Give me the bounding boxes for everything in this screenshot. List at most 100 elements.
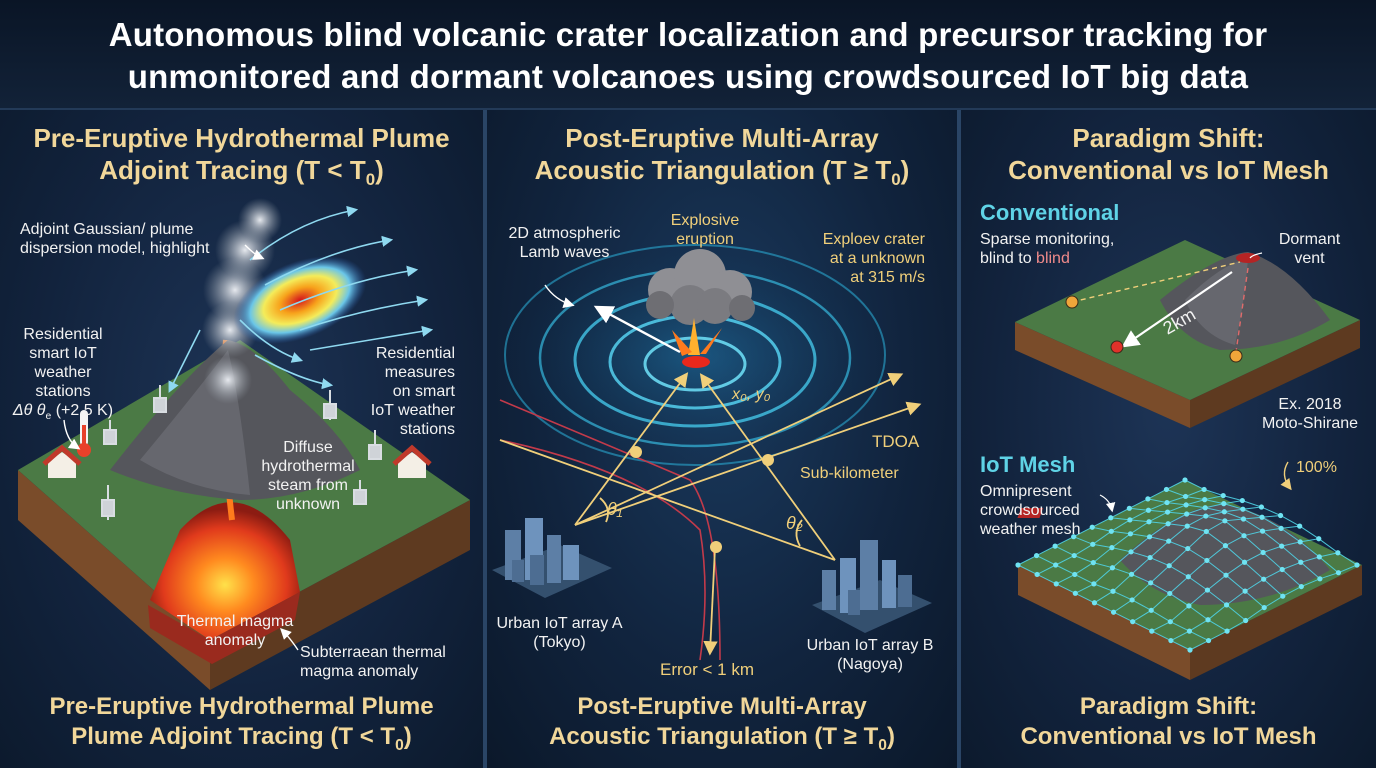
mesh-line xyxy=(1094,506,1262,604)
label-array-a-1: Urban IoT array A xyxy=(496,615,623,632)
label-mesh-coverage: 100% xyxy=(1296,459,1337,476)
label-dormant-1: Dormant xyxy=(1278,231,1341,248)
mesh-node xyxy=(1240,506,1246,512)
mesh-node xyxy=(1259,528,1266,534)
iot-mesh-heading: IoT Mesh xyxy=(980,452,1076,477)
mesh-node xyxy=(1164,509,1171,515)
mesh-line xyxy=(1017,564,1191,651)
mesh-node xyxy=(1090,541,1096,547)
mesh-node xyxy=(1164,499,1170,506)
mesh-node xyxy=(1053,562,1059,568)
label-explosive-1: Explosive xyxy=(670,212,740,229)
mesh-node xyxy=(1261,576,1267,582)
label-adjoint-model: Adjoint Gaussian/ plume dispersion model… xyxy=(20,220,209,258)
mesh-node xyxy=(1109,565,1116,571)
mesh-node xyxy=(1108,528,1114,534)
label-adjoint-glyph: / xyxy=(140,221,146,238)
label-res-left-3: weather stations xyxy=(34,364,92,400)
mesh-node xyxy=(1182,493,1189,500)
mesh-node xyxy=(1127,531,1134,537)
mesh-node xyxy=(1052,543,1058,549)
mesh-node xyxy=(1205,617,1211,623)
label-adjoint-1: Adjoint Gaussian xyxy=(20,221,141,238)
label-array-a-2: (Tokyo) xyxy=(533,634,586,651)
iot-mesh-nodes xyxy=(1015,477,1360,653)
mesh-node xyxy=(1053,581,1059,587)
mesh-node xyxy=(1129,597,1135,603)
mesh-node xyxy=(1148,580,1154,586)
label-lamb-2: Lamb waves xyxy=(519,244,610,261)
mesh-node xyxy=(1091,581,1097,587)
mesh-node xyxy=(1163,486,1170,493)
label-adjoint-2: plume xyxy=(145,221,194,238)
panel3-footer: Paradigm Shift: Conventional vs IoT Mesh xyxy=(961,692,1376,752)
label-crater-3: at 315 m/s xyxy=(850,269,925,286)
mesh-node xyxy=(1090,560,1096,566)
plume-dispersion-model xyxy=(233,256,367,344)
mesh-node xyxy=(1259,514,1265,520)
label-res-right-2: measures xyxy=(384,364,455,381)
intersection-point xyxy=(762,454,774,466)
mesh-line xyxy=(1113,515,1281,613)
label-diffuse-1: Diffuse xyxy=(283,439,333,456)
label-theta1: θ₁ xyxy=(607,499,623,519)
header: Autonomous blind volcanic crater localiz… xyxy=(0,0,1376,110)
panel2-footer: Post-Eruptive Multi-Array Acoustic Trian… xyxy=(487,692,957,761)
panel2-title-sub: 0 xyxy=(891,170,901,190)
mesh-node xyxy=(1204,587,1211,593)
sensor-station xyxy=(1065,295,1079,309)
label-dormant-vent: Dormant vent xyxy=(1262,230,1357,268)
iot-mesh-grid xyxy=(1017,479,1358,651)
mesh-node xyxy=(1089,524,1095,530)
mesh-node xyxy=(1091,600,1098,606)
label-mesh-3: weather mesh xyxy=(980,521,1081,538)
mesh-line xyxy=(1129,507,1302,587)
mesh-line xyxy=(1189,564,1358,651)
label-res-left-4a: Δθ θ xyxy=(12,402,46,419)
label-diffuse-steam: Diffuse hydrothermal steam from unknown xyxy=(248,438,368,514)
mesh-node xyxy=(1072,571,1078,578)
mesh-node xyxy=(1240,516,1247,522)
panel3-title-line2: Conventional vs IoT Mesh xyxy=(1008,155,1329,185)
panel1-footer: Pre-Eruptive Hydrothermal Plume Plume Ad… xyxy=(0,692,483,761)
mesh-node xyxy=(1261,604,1267,611)
mesh-node xyxy=(1298,583,1304,590)
label-theta2: θ₂ xyxy=(786,513,803,533)
mesh-node xyxy=(1202,505,1208,511)
mesh-node xyxy=(1167,619,1173,625)
mesh-node xyxy=(1221,509,1227,515)
label-crater-1: Exploev crater xyxy=(822,231,925,248)
label-mesh-2: crowdsourced xyxy=(980,502,1080,519)
wind-arrows xyxy=(168,205,434,393)
label-res-left-4sub: e xyxy=(45,411,52,423)
label-array-b: Urban IoT array B (Nagoya) xyxy=(795,636,945,674)
mesh-node xyxy=(1223,572,1229,578)
label-tdoa: TDOA xyxy=(872,432,920,451)
mesh-node xyxy=(1186,603,1192,609)
mesh-node xyxy=(1222,543,1229,549)
label-conv-2b: blind xyxy=(1036,250,1070,267)
sensor-station xyxy=(1110,340,1124,354)
mesh-node xyxy=(1241,559,1248,565)
label-res-right-5: stations xyxy=(399,421,455,438)
mesh-node xyxy=(1335,570,1342,576)
mesh-node xyxy=(1242,588,1248,594)
mesh-node xyxy=(1279,566,1285,573)
mesh-node xyxy=(1145,507,1152,513)
intersection-point xyxy=(630,446,642,458)
label-magma-2: anomaly xyxy=(204,632,266,649)
mesh-line xyxy=(1170,552,1339,642)
panel2-footer-end: ) xyxy=(886,723,895,750)
house-icon xyxy=(42,444,82,478)
eruption-ash-cloud xyxy=(646,249,755,325)
panel1-footer-sub: 0 xyxy=(395,736,404,754)
mesh-line xyxy=(1055,495,1224,585)
mesh-node xyxy=(1202,497,1208,503)
mesh-node xyxy=(1201,486,1207,493)
label-diffuse-2: hydrothermal xyxy=(261,458,355,475)
mesh-node xyxy=(1220,492,1226,499)
mesh-node xyxy=(1185,574,1191,580)
label-lamb-1: 2D atmospheric xyxy=(508,225,621,242)
mesh-node xyxy=(1204,557,1210,564)
panel1-footer-line2: Plume Adjoint Tracing (T < T xyxy=(71,723,396,750)
